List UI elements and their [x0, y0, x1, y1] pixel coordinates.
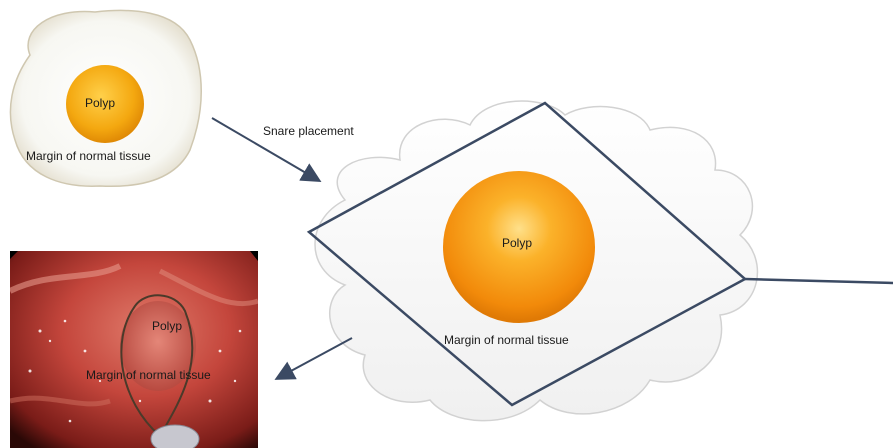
cloud-margin-label: Margin of normal tissue — [444, 334, 569, 346]
photo-margin-label: Margin of normal tissue — [86, 369, 211, 381]
egg-polyp-label: Polyp — [85, 97, 115, 109]
snare-wire — [745, 279, 893, 283]
endoscopic-photo: Polyp Margin of normal tissue — [10, 251, 258, 448]
result-arrow — [278, 338, 352, 378]
photo-polyp-label: Polyp — [152, 320, 182, 332]
egg-margin-label: Margin of normal tissue — [26, 150, 151, 162]
snare-placement-label: Snare placement — [263, 125, 354, 137]
cloud-polyp-label: Polyp — [502, 237, 532, 249]
